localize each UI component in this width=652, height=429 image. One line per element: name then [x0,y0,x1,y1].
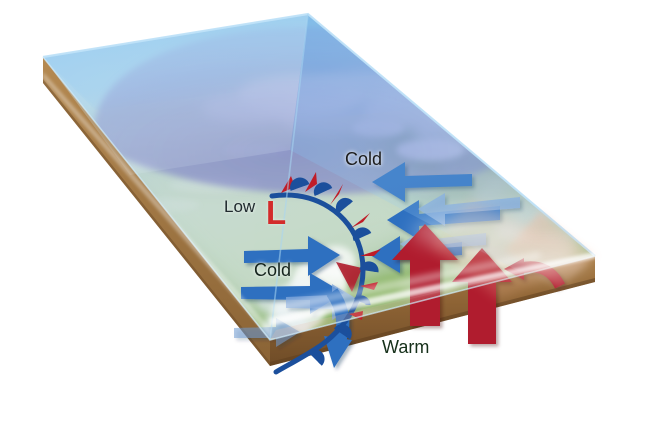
warm-front-stub [336,262,362,292]
translucent-atmosphere-box [42,12,596,341]
box-glass-plane-top [290,14,595,272]
occluded-front-line [269,172,381,375]
box-glass-plane-left [43,14,308,175]
glass-specular-streak [270,252,596,326]
glass-specular-streak-left [43,72,272,338]
cold-arrow-lower-1 [244,236,340,276]
front-barbs [281,172,381,366]
